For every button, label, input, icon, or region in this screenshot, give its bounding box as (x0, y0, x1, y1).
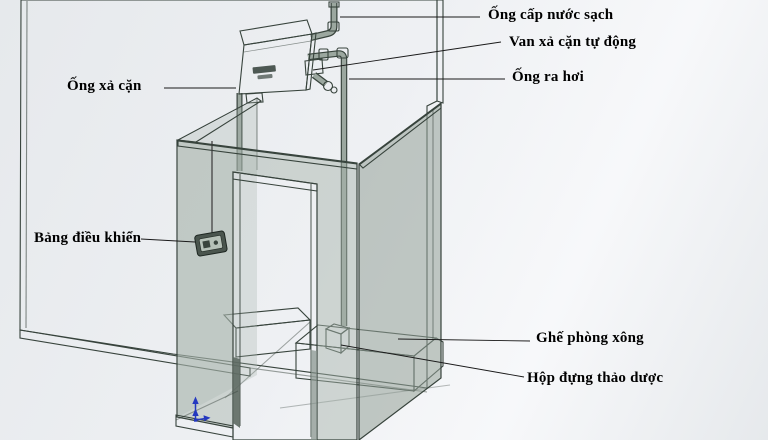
leader-herb-box (340, 344, 525, 378)
leader-lines (140, 16, 531, 378)
door-frame (175, 171, 318, 440)
steam-generator (238, 19, 317, 104)
generator-bracket (245, 92, 264, 104)
origin-triad-icon (192, 396, 211, 422)
auto-drain-valve (304, 58, 338, 94)
control-panel (194, 230, 228, 257)
brand-logo (252, 65, 276, 80)
label-herb-box: Hộp đựng thảo dược (527, 370, 664, 386)
water-supply-pipe (310, 1, 340, 41)
leader-auto-drain-valve (312, 41, 502, 71)
steam-outlet-pipe (307, 47, 349, 326)
steam-room-frame (176, 97, 442, 440)
label-sauna-bench: Ghế phòng xông (536, 330, 644, 346)
label-steam-outlet-pipe: Ống ra hơi (512, 69, 584, 85)
door-jamb-shadow (233, 357, 240, 428)
label-water-supply-pipe: Ống cấp nước sạch (488, 7, 614, 23)
pillar-foot (175, 414, 234, 438)
leader-sauna-bench (397, 338, 531, 342)
label-drain-pipe: Ống xả cặn (67, 78, 142, 94)
leader-control-panel (140, 238, 196, 243)
label-auto-drain-valve: Van xả cặn tự động (509, 34, 637, 50)
label-control-panel: Bảng điều khiển (34, 230, 142, 246)
